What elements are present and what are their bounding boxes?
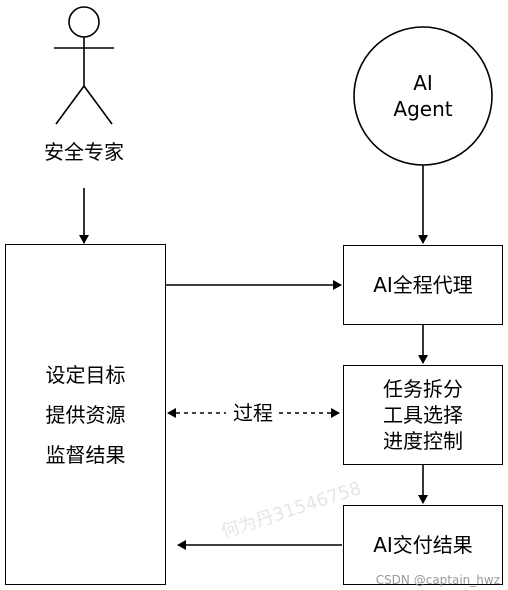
ai-proxy-label: AI全程代理 [373, 273, 473, 297]
footer-attribution: CSDN @captain_hwz [375, 573, 500, 587]
responsibility-item: 提供资源 [45, 402, 126, 427]
responsibility-item: 监督结果 [45, 442, 126, 467]
task-item: 工具选择 [383, 403, 463, 427]
ai-deliver-label: AI交付结果 [373, 533, 473, 557]
expert-responsibilities-box: 设定目标 提供资源 监督结果 [5, 244, 166, 585]
ai-proxy-box: AI全程代理 [343, 245, 503, 325]
expert-label: 安全专家 [44, 140, 124, 164]
responsibility-item: 设定目标 [45, 362, 126, 387]
process-edge-label: 过程 [228, 400, 278, 426]
task-item: 进度控制 [383, 429, 463, 453]
ai-agent-label-line2: Agent [393, 97, 453, 121]
ai-deliver-box: AI交付结果 [343, 505, 503, 585]
ai-agent-label: AI Agent [354, 27, 492, 165]
ai-tasks-box: 任务拆分 工具选择 进度控制 [343, 365, 503, 465]
stick-figure-icon [54, 6, 114, 125]
task-item: 任务拆分 [383, 377, 463, 401]
ai-agent-label-line1: AI [413, 71, 433, 95]
